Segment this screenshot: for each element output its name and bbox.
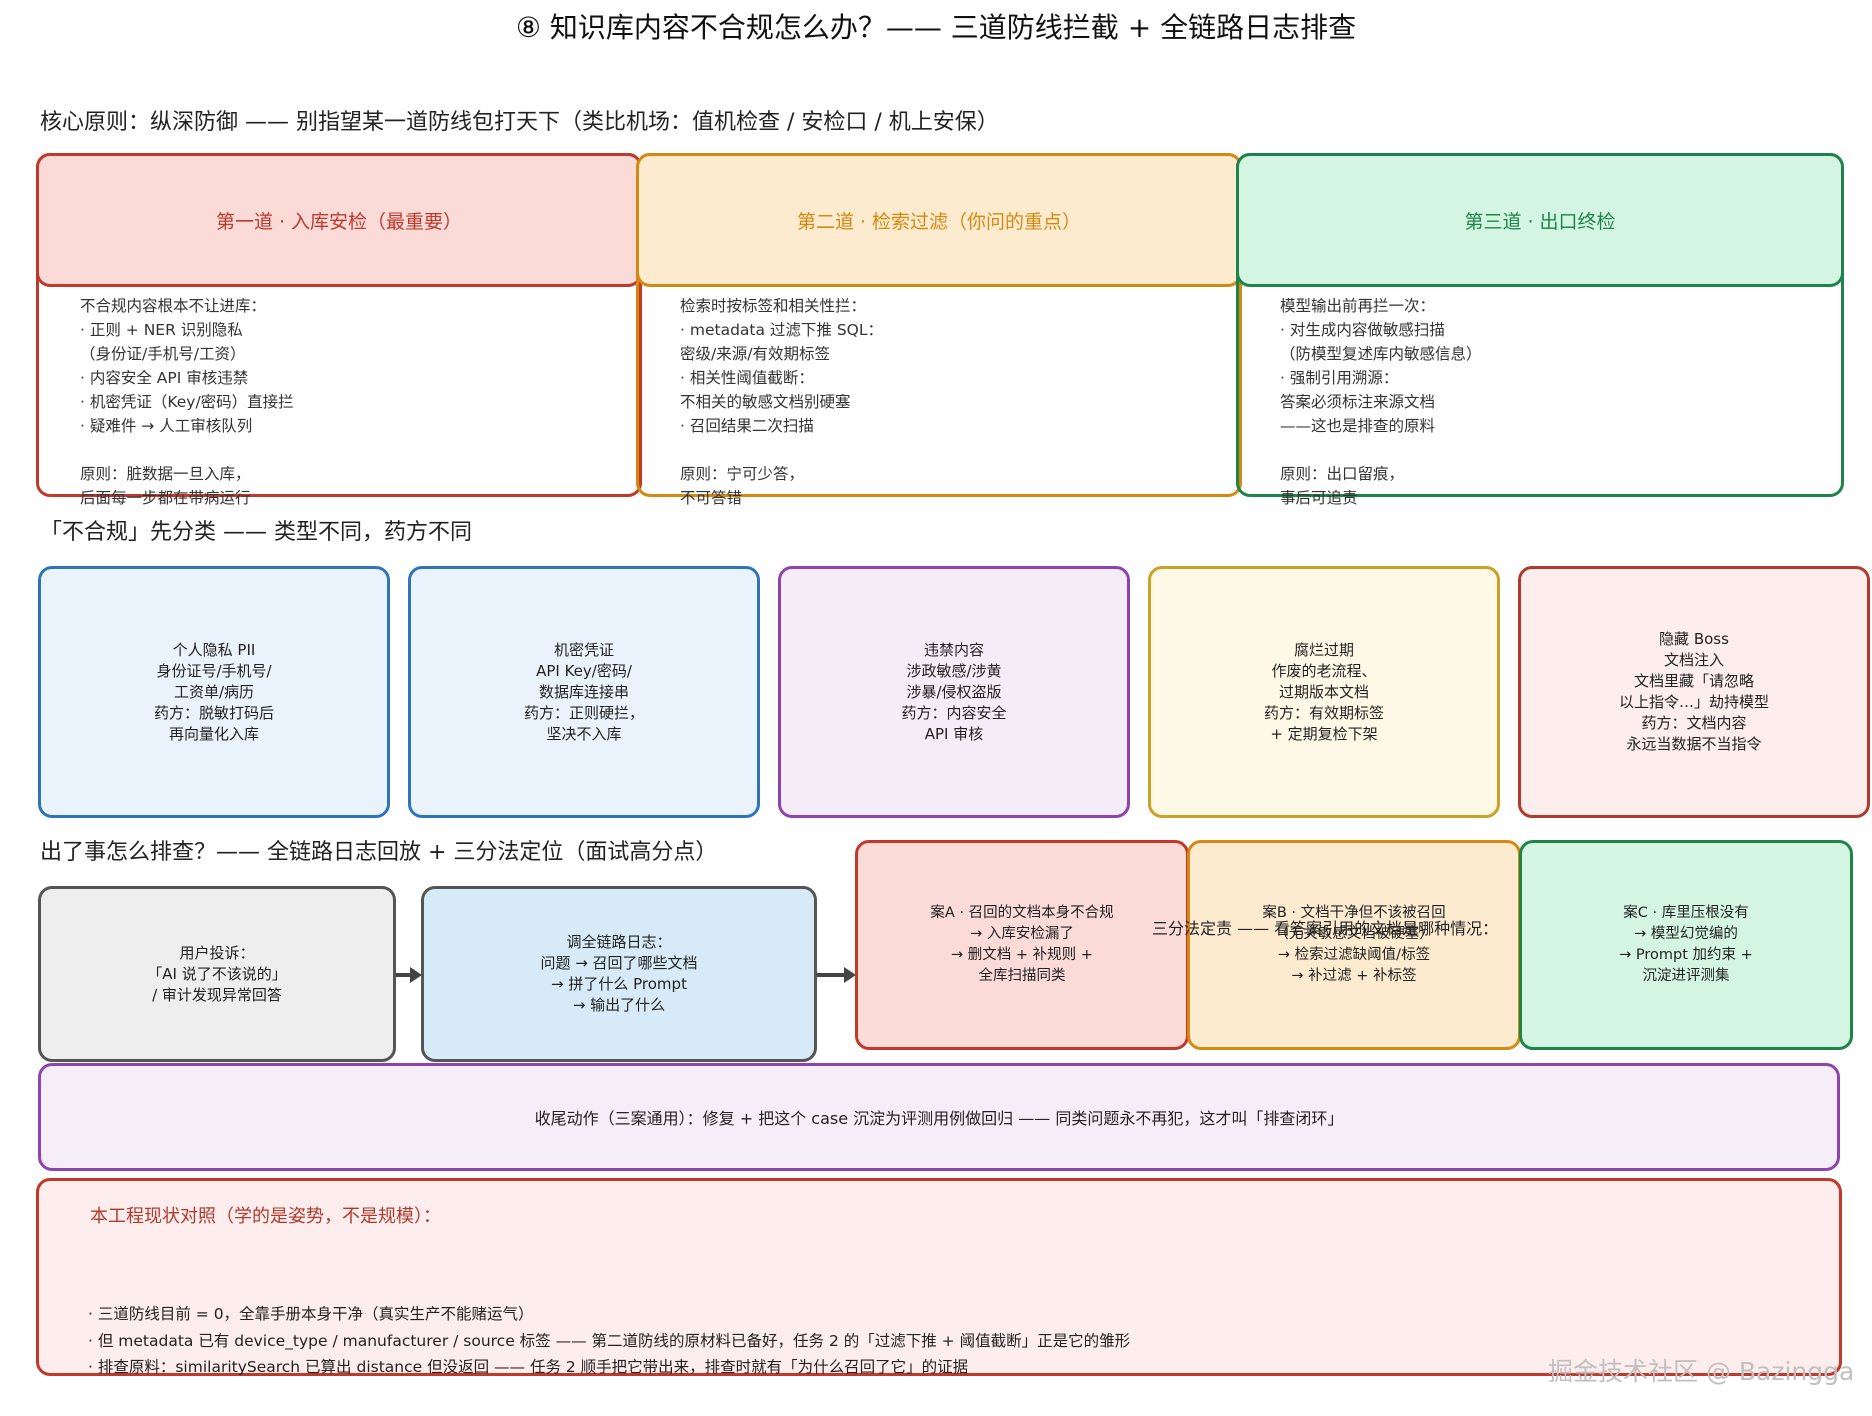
section-heading-categories: 「不合规」先分类 —— 类型不同，药方不同 [40, 520, 472, 545]
defense-header-first: 第一道 · 入库安检（最重要） [36, 153, 642, 287]
defense-body-second: 检索时按标签和相关性拦： · metadata 过滤下推 SQL： 密级/来源/… [680, 297, 884, 507]
case-card-b: 案B · 文档干净但不该被召回 （无关敏感文档被硬塞） → 检索过滤缺阈值/标签… [1187, 840, 1521, 1050]
category-card-prohibited: 违禁内容 涉政敏感/涉黄 涉暴/侵权盗版 药方：内容安全 API 审核 [778, 566, 1130, 818]
status-heading: 本工程现状对照（学的是姿势，不是规模）： [90, 1206, 441, 1227]
defense-body-first: 不合规内容根本不让进库： · 正则 + NER 识别隐私 （身份证/手机号/工资… [80, 297, 294, 507]
defense-header-third: 第三道 · 出口终检 [1236, 153, 1844, 287]
category-card-pii: 个人隐私 PII 身份证号/手机号/ 工资单/病历 药方：脱敏打码后 再向量化入… [38, 566, 390, 818]
category-card-credentials: 机密凭证 API Key/密码/ 数据库连接串 药方：正则硬拦， 坚决不入库 [408, 566, 760, 818]
status-panel [36, 1178, 1842, 1376]
defense-body-third: 模型输出前再拦一次： · 对生成内容做敏感扫描 （防模型复述库内敏感信息） · … [1280, 297, 1482, 507]
status-line: · 三道防线目前 = 0，全靠手册本身干净（真实生产不能赌运气） [88, 1305, 534, 1323]
closing-action: 收尾动作（三案通用）：修复 + 把这个 case 沉淀为评测用例做回归 —— 同… [38, 1063, 1840, 1171]
triage-label: 三分法定责 —— 看答案引用的文档是哪种情况： [1152, 919, 1499, 938]
watermark: 掘金技术社区 @ Bazingga [1548, 1357, 1855, 1386]
defense-header-second: 第二道 · 检索过滤（你问的重点） [636, 153, 1242, 287]
category-card-expired: 腐烂过期 作废的老流程、 过期版本文档 药方：有效期标签 + 定期复检下架 [1148, 566, 1500, 818]
case-card-a: 案A · 召回的文档本身不合规 → 入库安检漏了 → 删文档 + 补规则 + 全… [855, 840, 1189, 1050]
case-card-c: 案C · 库里压根没有 → 模型幻觉编的 → Prompt 加约束 + 沉淀进评… [1519, 840, 1853, 1050]
page-title: ⑧ 知识库内容不合规怎么办？—— 三道防线拦截 + 全链路日志排查 [515, 11, 1357, 44]
status-line: · 排查原料：similaritySearch 已算出 distance 但没返… [88, 1358, 969, 1376]
section-heading-troubleshoot: 出了事怎么排查？—— 全链路日志回放 + 三分法定位（面试高分点） [40, 840, 718, 865]
status-line: · 但 metadata 已有 device_type / manufactur… [88, 1332, 1131, 1350]
section-heading-principle: 核心原则：纵深防御 —— 别指望某一道防线包打天下（类比机场：值机检查 / 安检… [40, 110, 999, 135]
category-card-injection: 隐藏 Boss 文档注入 文档里藏「请忽略 以上指令…」劫持模型 药方：文档内容… [1518, 566, 1870, 818]
flow-step-complaint: 用户投诉： 「AI 说了不该说的」 / 审计发现异常回答 [38, 886, 396, 1062]
flow-step-logs: 调全链路日志： 问题 → 召回了哪些文档 → 拼了什么 Prompt → 输出了… [421, 886, 817, 1062]
